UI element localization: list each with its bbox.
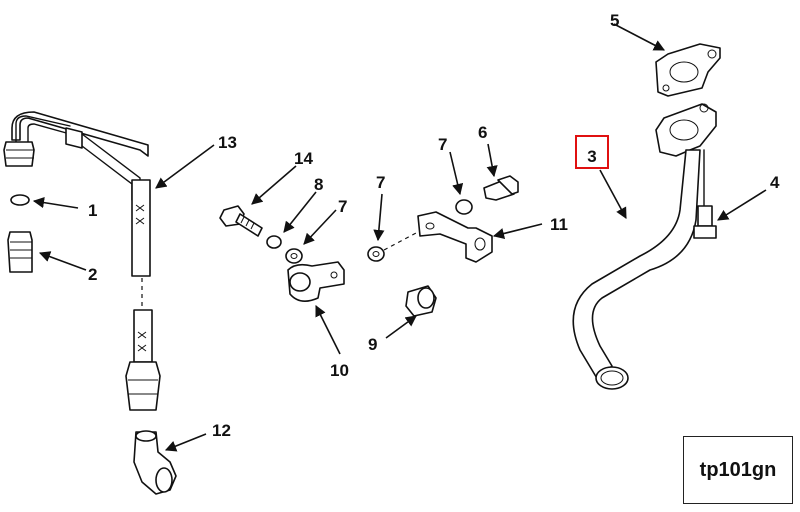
callout-3[interactable]: 3 (587, 147, 596, 166)
gasket-part-5 (655, 43, 721, 97)
callout-5[interactable]: 5 (610, 11, 619, 30)
assembly-line (383, 231, 419, 251)
callout-12[interactable]: 12 (212, 421, 231, 440)
washer-hole (372, 251, 380, 257)
spacer-part-9 (405, 285, 437, 317)
bolt-part-14 (219, 205, 263, 237)
highlight-box-callout-3 (575, 135, 609, 169)
callout-4[interactable]: 4 (770, 173, 780, 192)
elbow-fitting-part-12 (133, 430, 177, 495)
o-ring-part-1 (10, 194, 30, 206)
washer-hole (290, 253, 298, 259)
callout-14[interactable]: 14 (294, 149, 313, 168)
washer-part-7-middle (367, 246, 385, 262)
reference-code: tp101gn (699, 458, 777, 481)
washer-part-7-right (455, 199, 473, 215)
leader-lines (32, 23, 767, 452)
callout-7-middle[interactable]: 7 (376, 173, 385, 192)
tube-part-3 (572, 103, 717, 390)
bolt-part-6 (483, 175, 519, 201)
bracket-part-11 (417, 211, 493, 263)
callout-1[interactable]: 1 (88, 201, 97, 220)
callout-7-left[interactable]: 7 (338, 197, 347, 216)
clamp-part-10 (287, 261, 345, 302)
callout-2[interactable]: 2 (88, 265, 97, 284)
callout-6[interactable]: 6 (478, 123, 487, 142)
callout-8[interactable]: 8 (314, 175, 323, 194)
washer-part-7-left (285, 248, 303, 264)
callout-13[interactable]: 13 (218, 133, 237, 152)
callout-11[interactable]: 11 (550, 215, 568, 234)
callout-9[interactable]: 9 (368, 335, 377, 354)
tube-assembly-part-13 (3, 111, 161, 411)
reference-code-box: tp101gn (683, 436, 793, 504)
callout-10[interactable]: 10 (330, 361, 349, 380)
callout-7-top[interactable]: 7 (438, 135, 447, 154)
fitting-part-4 (693, 149, 717, 239)
fitting-part-2 (7, 231, 33, 273)
lock-washer-part-8 (266, 235, 282, 249)
